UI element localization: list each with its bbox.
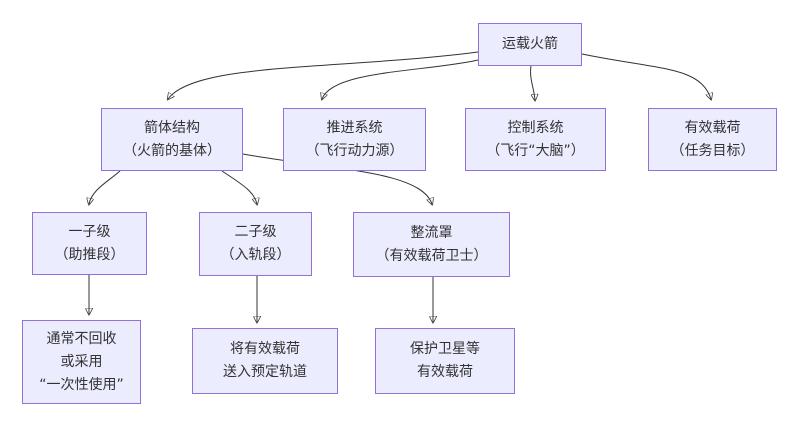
edge-root-structure (168, 51, 479, 99)
node-stage2-label: 二子级 （入轨段） (220, 224, 291, 263)
node-stage1: 一子级 （助推段） (32, 212, 147, 275)
node-launch-vehicle-label: 运载火箭 (502, 36, 558, 52)
edge-structure-stage2 (221, 170, 257, 204)
node-fairing-label: 整流罩 （有效载荷卫士） (375, 224, 488, 264)
edge-root-control (530, 65, 535, 100)
node-fairing-note-label: 保护卫星等 有效载荷 (410, 341, 480, 380)
node-stage1-note-label: 通常不回收 或采用 “一次性使用” (39, 330, 124, 393)
edge-structure-stage1 (89, 170, 121, 204)
node-stage2: 二子级 （入轨段） (199, 212, 312, 276)
node-body-structure: 箭体结构 （火箭的基体） (101, 108, 243, 171)
edge-structure-fairing (242, 153, 432, 204)
node-control-system: 控制系统 （飞行“大脑”） (465, 108, 606, 171)
node-stage2-note: 将有效载荷 送入预定轨道 (192, 328, 338, 394)
node-stage1-note: 通常不回收 或采用 “一次性使用” (22, 320, 141, 404)
node-stage1-label: 一子级 （助推段） (54, 223, 125, 263)
node-propulsion-system: 推进系统 （飞行动力源） (283, 108, 426, 171)
node-payload-label: 有效载荷 （任务目标） (670, 119, 755, 159)
edge-root-propulsion (322, 59, 479, 99)
node-launch-vehicle: 运载火箭 (478, 23, 582, 66)
node-fairing-note: 保护卫星等 有效载荷 (375, 328, 515, 394)
node-propulsion-system-label: 推进系统 （飞行动力源） (305, 119, 404, 159)
edge-root-payload (581, 53, 711, 99)
node-payload: 有效载荷 （任务目标） (648, 108, 777, 171)
node-control-system-label: 控制系统 （飞行“大脑”） (486, 119, 585, 159)
node-body-structure-label: 箭体结构 （火箭的基体） (123, 119, 221, 159)
node-stage2-note-label: 将有效载荷 送入预定轨道 (223, 341, 307, 380)
node-fairing: 整流罩 （有效载荷卫士） (353, 212, 510, 277)
